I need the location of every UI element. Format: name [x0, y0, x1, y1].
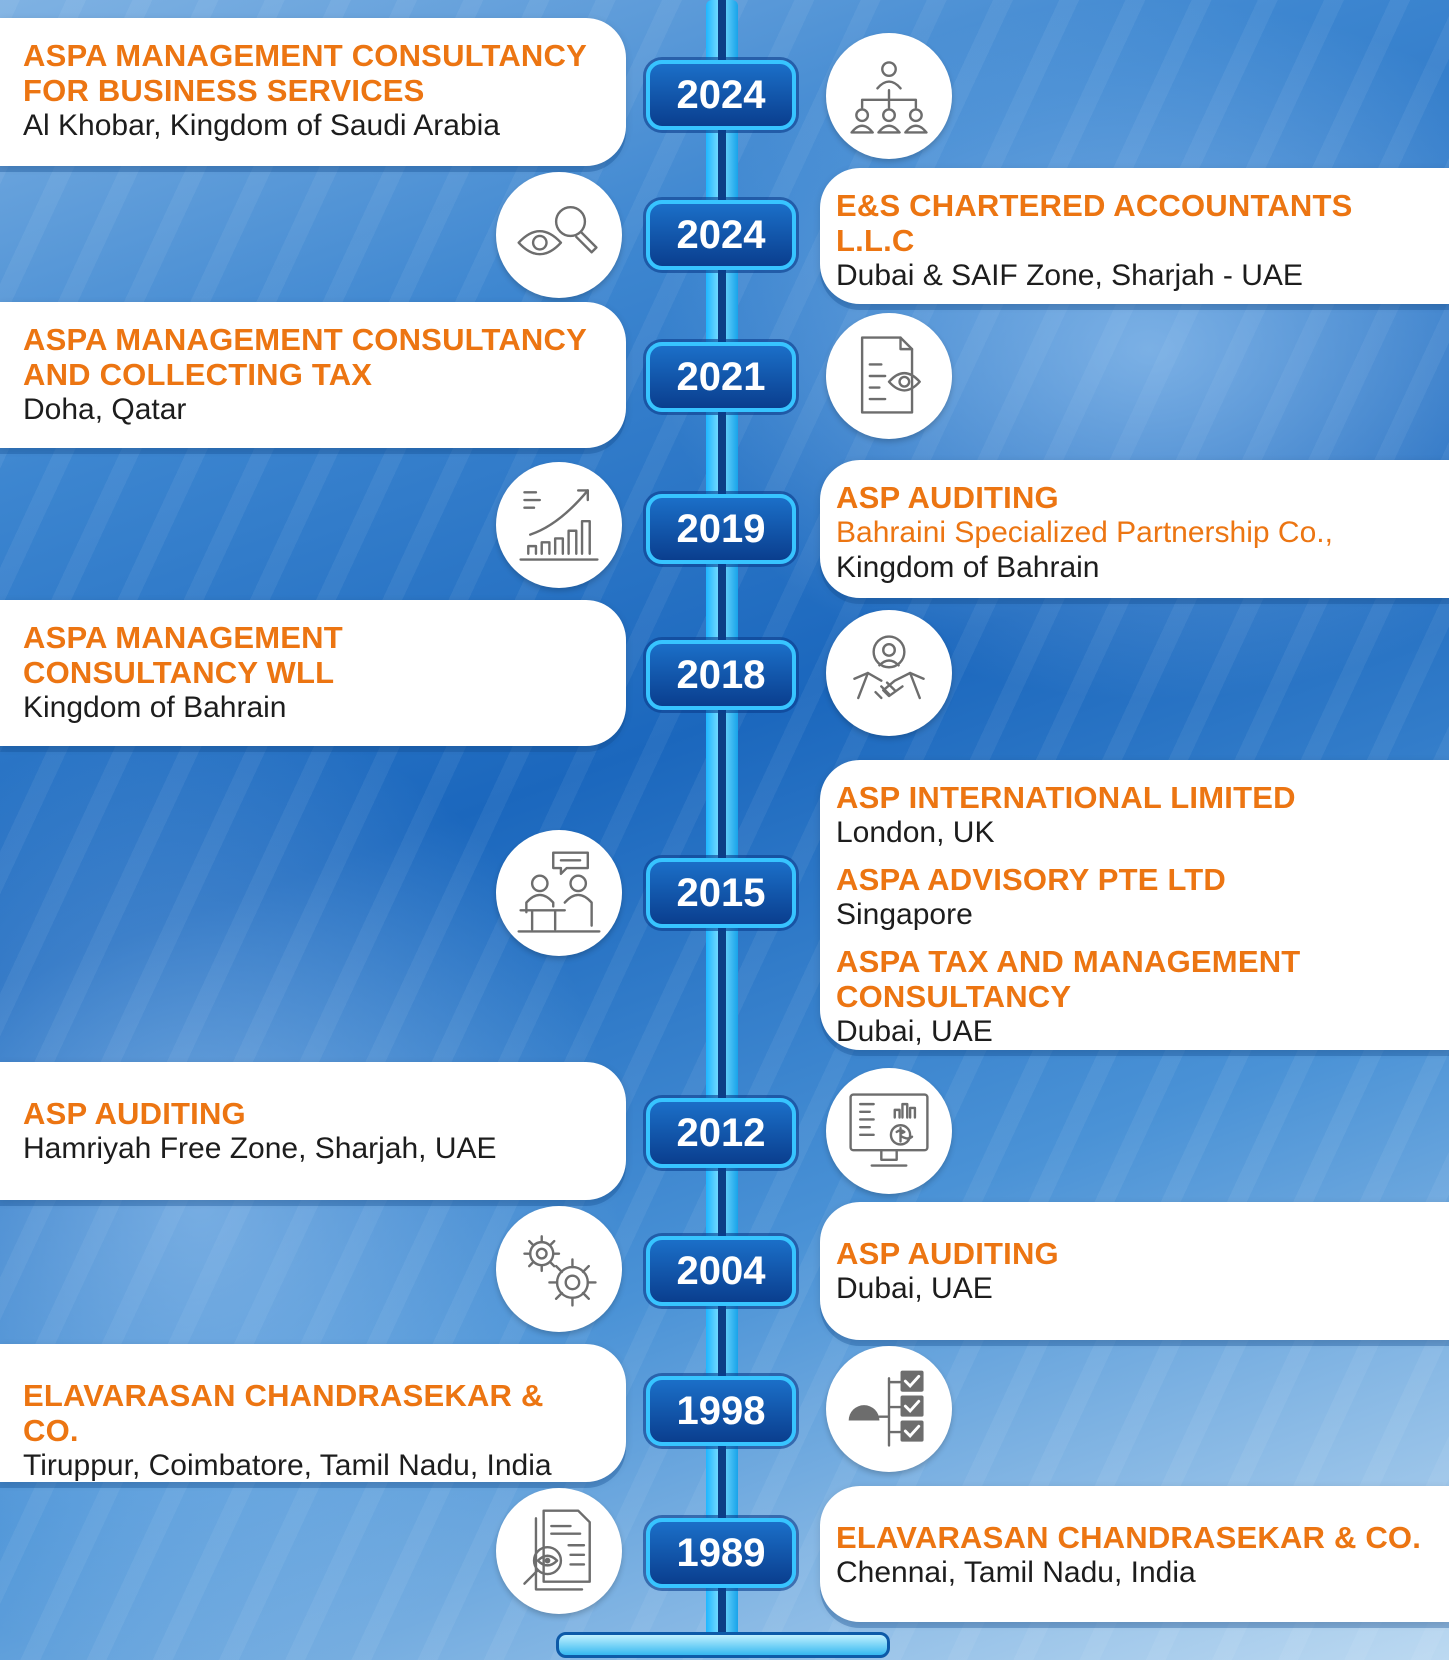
timeline-card-2024-khobar: ASPA MANAGEMENT CONSULTANCY FOR BUSINESS… — [0, 18, 626, 166]
org-name: ASPA TAX AND MANAGEMENT CONSULTANCY — [836, 944, 1301, 1014]
org-name: ASPA MANAGEMENT CONSULTANCY FOR BUSINESS… — [23, 38, 587, 108]
year-badge: 2024 — [646, 60, 796, 130]
consultation-desk-icon — [496, 830, 622, 956]
entry: ELAVARASAN CHANDRASEKAR & CO. Tiruppur, … — [23, 1378, 606, 1483]
year-badge: 2018 — [646, 640, 796, 710]
gears-icon — [496, 1206, 622, 1332]
org-location: Kingdom of Bahrain — [23, 691, 287, 724]
entry: ASP AUDITING Dubai, UAE — [836, 1236, 1433, 1306]
org-location: Al Khobar, Kingdom of Saudi Arabia — [23, 109, 500, 142]
year-badge: 2019 — [646, 494, 796, 564]
org-name: ELAVARASAN CHANDRASEKAR & CO. — [836, 1520, 1422, 1555]
org-location: Dubai, UAE — [836, 1015, 993, 1048]
timeline-card-2015: ASP INTERNATIONAL LIMITED London, UK ASP… — [820, 760, 1449, 1050]
org-subtitle: Bahraini Specialized Partnership Co., — [836, 516, 1333, 549]
org-name: ASP AUDITING — [23, 1096, 246, 1131]
entry: ASPA TAX AND MANAGEMENT CONSULTANCY Duba… — [836, 944, 1433, 1049]
growth-chart-icon — [496, 462, 622, 588]
org-name: ASP AUDITING — [836, 1236, 1059, 1271]
timeline-card-2021: ASPA MANAGEMENT CONSULTANCY AND COLLECTI… — [0, 302, 626, 448]
year-badge: 2015 — [646, 858, 796, 928]
year-badge: 1998 — [646, 1376, 796, 1446]
entry: ASP INTERNATIONAL LIMITED London, UK — [836, 780, 1433, 850]
org-location: Tiruppur, Coimbatore, Tamil Nadu, India — [23, 1449, 552, 1482]
timeline-spine — [706, 0, 738, 1640]
org-name: ASPA ADVISORY PTE LTD — [836, 862, 1227, 897]
timeline-card-1989: ELAVARASAN CHANDRASEKAR & CO. Chennai, T… — [820, 1486, 1449, 1622]
org-name: ASP AUDITING — [836, 480, 1059, 515]
eye-magnifier-icon — [496, 172, 622, 298]
year-badge: 2004 — [646, 1236, 796, 1306]
entry: ASP AUDITING Bahraini Specialized Partne… — [836, 480, 1433, 585]
org-name: ASPA MANAGEMENT CONSULTANCY WLL — [23, 620, 343, 690]
year-badge: 2024 — [646, 200, 796, 270]
timeline-card-1998: ELAVARASAN CHANDRASEKAR & CO. Tiruppur, … — [0, 1344, 626, 1482]
org-location: London, UK — [836, 816, 995, 849]
monitor-finance-icon — [826, 1068, 952, 1194]
entry: ASPA MANAGEMENT CONSULTANCY WLL Kingdom … — [23, 620, 606, 725]
entry: ASPA ADVISORY PTE LTD Singapore — [836, 862, 1433, 932]
org-name: ASP INTERNATIONAL LIMITED — [836, 780, 1296, 815]
org-name: ELAVARASAN CHANDRASEKAR & CO. — [23, 1378, 544, 1448]
timeline-card-2024-dubai: E&S CHARTERED ACCOUNTANTS L.L.C Dubai & … — [820, 168, 1449, 304]
year-badge: 2012 — [646, 1098, 796, 1168]
org-hierarchy-icon — [826, 33, 952, 159]
org-location: Dubai & SAIF Zone, Sharjah - UAE — [836, 259, 1303, 292]
timeline-card-2019: ASP AUDITING Bahraini Specialized Partne… — [820, 460, 1449, 598]
timeline-card-2004: ASP AUDITING Dubai, UAE — [820, 1202, 1449, 1340]
entry: E&S CHARTERED ACCOUNTANTS L.L.C Dubai & … — [836, 188, 1433, 293]
year-badge: 2021 — [646, 342, 796, 412]
entry: ASP AUDITING Hamriyah Free Zone, Sharjah… — [23, 1096, 606, 1166]
org-name: ASPA MANAGEMENT CONSULTANCY AND COLLECTI… — [23, 322, 587, 392]
timeline-base — [556, 1632, 890, 1658]
org-location: Singapore — [836, 898, 973, 931]
org-location: Kingdom of Bahrain — [836, 551, 1100, 584]
timeline-card-2018: ASPA MANAGEMENT CONSULTANCY WLL Kingdom … — [0, 600, 626, 746]
entry: ASPA MANAGEMENT CONSULTANCY AND COLLECTI… — [23, 322, 606, 427]
org-name: E&S CHARTERED ACCOUNTANTS L.L.C — [836, 188, 1353, 258]
document-eye-icon — [826, 313, 952, 439]
entry: ASPA MANAGEMENT CONSULTANCY FOR BUSINESS… — [23, 38, 606, 143]
year-badge: 1989 — [646, 1518, 796, 1588]
org-location: Hamriyah Free Zone, Sharjah, UAE — [23, 1132, 497, 1165]
checklist-tree-icon — [826, 1346, 952, 1472]
org-location: Doha, Qatar — [23, 393, 187, 426]
document-search-icon — [496, 1488, 622, 1614]
org-location: Dubai, UAE — [836, 1272, 993, 1305]
org-location: Chennai, Tamil Nadu, India — [836, 1556, 1196, 1589]
entry: ELAVARASAN CHANDRASEKAR & CO. Chennai, T… — [836, 1520, 1433, 1590]
handshake-team-icon — [826, 610, 952, 736]
timeline-card-2012: ASP AUDITING Hamriyah Free Zone, Sharjah… — [0, 1062, 626, 1200]
